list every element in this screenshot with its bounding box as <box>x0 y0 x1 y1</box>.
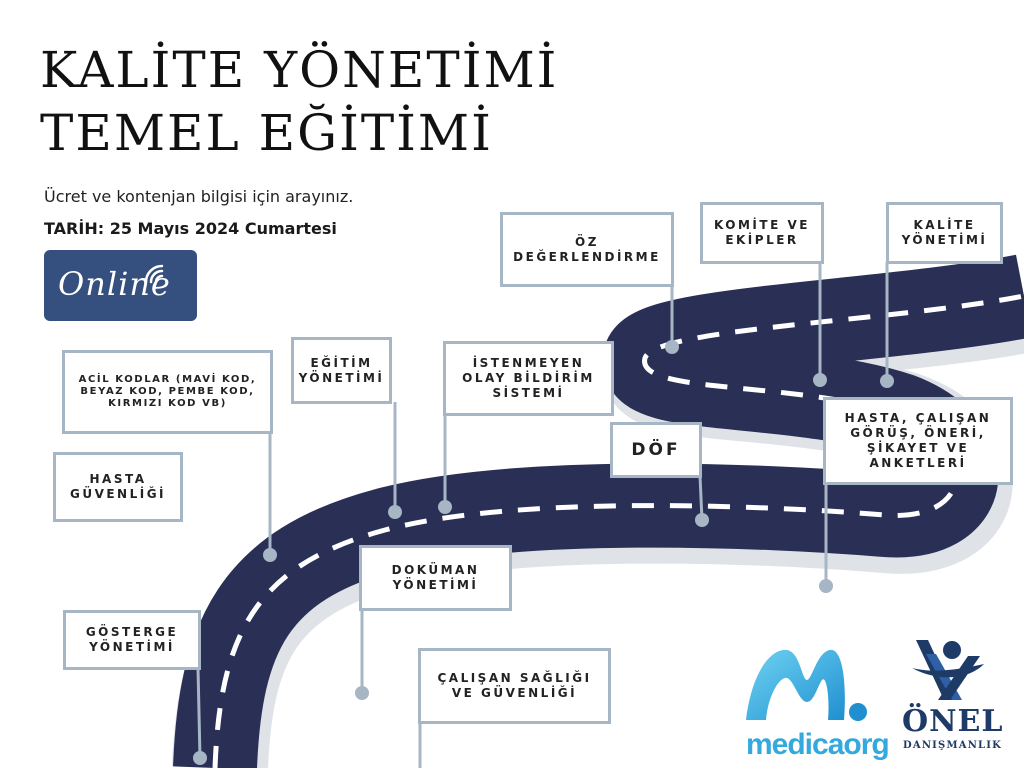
step-label: KALİTE YÖNETİMİ <box>901 218 988 247</box>
onel-logo-text: ÖNEL <box>902 704 1004 739</box>
step-hasta-calisan-gorus: HASTA, ÇALIŞAN GÖRÜŞ, ÖNERİ, ŞİKAYET VE … <box>823 397 1013 485</box>
onel-logo-subtext: DANIŞMANLIK <box>903 740 1003 751</box>
step-label: KOMİTE VE EKİPLER <box>714 218 810 247</box>
medicaorg-logo-icon <box>746 649 867 721</box>
contact-info: Ücret ve kontenjan bilgisi için arayınız… <box>44 187 354 206</box>
online-badge: Online <box>44 250 197 321</box>
wifi-icon <box>144 264 164 284</box>
step-oz-degerlendirme: ÖZ DEĞERLENDİRME <box>500 212 674 287</box>
step-label: HASTA GÜVENLİĞİ <box>69 472 167 501</box>
step-hasta-guvenligi: HASTA GÜVENLİĞİ <box>53 452 183 522</box>
page-title-line2: TEMEL EĞİTİMİ <box>40 104 493 162</box>
step-label: DOKÜMAN YÖNETİMİ <box>391 563 480 592</box>
step-egitim-yonetimi: EĞİTİM YÖNETİMİ <box>291 337 392 404</box>
road-pins <box>193 340 894 765</box>
step-label: GÖSTERGE YÖNETİMİ <box>85 625 179 654</box>
step-label: İSTENMEYEN OLAY BİLDİRİM SİSTEMİ <box>462 356 595 400</box>
step-dof: DÖF <box>610 422 702 478</box>
page-title-line1: KALİTE YÖNETİMİ <box>40 41 559 99</box>
event-date: TARİH: 25 Mayıs 2024 Cumartesi <box>44 219 337 238</box>
step-calisan-sagligi: ÇALIŞAN SAĞLIĞI VE GÜVENLİĞİ <box>418 648 611 724</box>
step-label: ACİL KODLAR (MAVİ KOD, BEYAZ KOD, PEMBE … <box>78 374 257 409</box>
step-istenmeyen-olay: İSTENMEYEN OLAY BİLDİRİM SİSTEMİ <box>443 341 614 416</box>
step-komite-ve-ekipler: KOMİTE VE EKİPLER <box>700 202 824 264</box>
onel-logo-icon <box>912 640 984 700</box>
step-dokuman-yonetimi: DOKÜMAN YÖNETİMİ <box>359 545 512 611</box>
step-label: ÇALIŞAN SAĞLIĞI VE GÜVENLİĞİ <box>437 671 592 700</box>
step-label: EĞİTİM YÖNETİMİ <box>298 355 385 385</box>
connector-lines <box>178 262 889 768</box>
step-label: ÖZ DEĞERLENDİRME <box>513 234 661 264</box>
step-label: DÖF <box>631 439 681 460</box>
step-label: HASTA, ÇALIŞAN GÖRÜŞ, ÖNERİ, ŞİKAYET VE … <box>844 411 992 470</box>
step-acil-kodlar: ACİL KODLAR (MAVİ KOD, BEYAZ KOD, PEMBE … <box>62 350 273 434</box>
step-gosterge-yonetimi: GÖSTERGE YÖNETİMİ <box>63 610 201 670</box>
medicaorg-logo-text: medicaorg <box>746 728 890 761</box>
step-kalite-yonetimi: KALİTE YÖNETİMİ <box>886 202 1003 264</box>
